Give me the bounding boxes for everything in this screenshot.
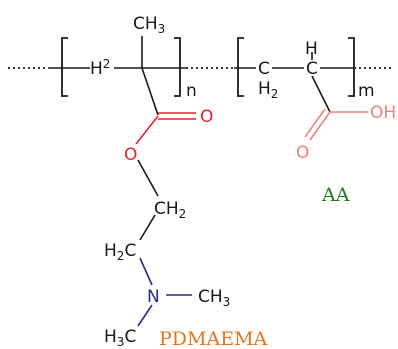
atom-aa-c-right: C xyxy=(306,59,318,79)
atom-carbonyl-oxygen: O xyxy=(200,107,213,127)
atom-aa-hydroxyl: OH xyxy=(370,103,396,123)
atom-nitrogen: N xyxy=(147,287,160,307)
atom-n-methyl-right: CH3 xyxy=(198,287,230,309)
bond-aa-c-carboxyl xyxy=(311,75,331,113)
bracket-right-aa xyxy=(348,37,355,97)
bond-n-ch3-bottom xyxy=(137,304,153,327)
bond-aa-co-double-b xyxy=(304,108,326,138)
repeat-index-n: n xyxy=(186,81,197,101)
atom-aa-c-left: C xyxy=(258,59,270,79)
atom-ester-oxygen: O xyxy=(124,145,137,165)
bond-aa-co-double-a xyxy=(309,111,331,141)
label-pdmaema: PDMAEMA xyxy=(159,328,268,349)
bracket-left-aa xyxy=(237,37,244,97)
label-aa: AA xyxy=(321,184,350,206)
bond-o-ch2 xyxy=(137,159,159,197)
atom-aa-carbonyl-oxygen: O xyxy=(296,143,309,163)
atom-ch2-a: CH2 xyxy=(154,199,186,221)
atom-ch3-top: CH3 xyxy=(133,14,165,36)
atom-n-methyl-bottom: H3C xyxy=(104,327,136,349)
bracket-left-pdmaema xyxy=(61,37,68,97)
atom-ch2-main-h: H2 xyxy=(90,57,110,79)
repeat-index-m: m xyxy=(358,81,375,101)
atom-aa-h2: H2 xyxy=(258,79,278,101)
bracket-right-pdmaema xyxy=(174,37,181,97)
atom-h2c-b: H2C xyxy=(104,241,136,263)
bond-ch2-n xyxy=(139,257,153,286)
bond-c-carbonyl xyxy=(141,67,159,116)
bond-ester xyxy=(135,115,159,145)
bond-ch2-ch2 xyxy=(139,214,156,241)
atom-aa-h-top: H xyxy=(305,39,318,59)
